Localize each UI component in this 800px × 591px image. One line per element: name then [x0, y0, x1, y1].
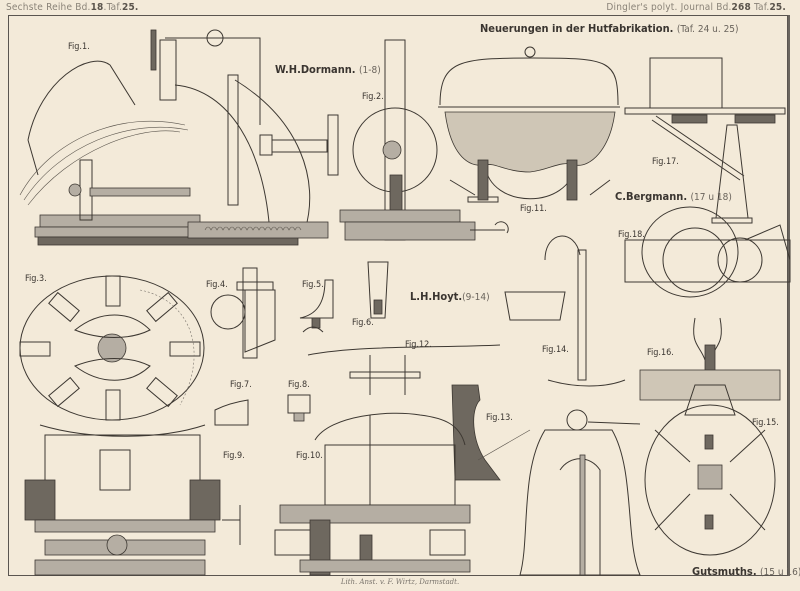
fig-label-12: Fig.12. — [405, 340, 432, 350]
inventor-figures: (9-14) — [462, 292, 490, 303]
inventor-figures: (1-8) — [359, 65, 381, 76]
header-right: Dingler's polyt. Journal Bd.268 Taf.25. — [606, 2, 786, 13]
fig12-13-drawings — [307, 344, 531, 481]
inventor-hoyt: L.H.Hoyt.(9-14) — [410, 290, 490, 303]
plate-title: Neuerungen in der Hutfabrikation. (Taf. … — [480, 22, 739, 35]
fig-label-4: Fig.4. — [206, 280, 228, 290]
inventor-name: C.Bergmann. — [615, 190, 688, 203]
fig-label-14: Fig.14. — [542, 345, 569, 355]
lithographer-imprint: Lith. Anst. v. F. Wirtz, Darmstadt. — [340, 578, 460, 586]
fig1-drawing — [19, 29, 339, 246]
fig-label-18: Fig.18. — [618, 230, 645, 240]
series-volume: 18 — [90, 2, 104, 13]
inventor-figures: (17 u 18) — [690, 192, 732, 203]
fig-label-2: Fig.2. — [362, 92, 384, 102]
fig16-drawing — [639, 317, 781, 416]
inventor-name: L.H.Hoyt. — [410, 290, 463, 303]
fig-label-3: Fig.3. — [25, 274, 47, 284]
fig15-drawing — [644, 404, 776, 556]
inventor-gutsmuths: Gutsmuths. (15 u 16) — [692, 565, 800, 578]
fig-label-15: Fig.15. — [752, 418, 779, 428]
fig-label-5: Fig.5. — [302, 280, 324, 290]
fig-label-13: Fig.13. — [486, 413, 513, 423]
inventor-dormann: W.H.Dormann. (1-8) — [275, 63, 381, 76]
fig-label-17: Fig.17. — [652, 157, 679, 167]
fig-label-11: Fig.11. — [520, 204, 547, 214]
plate-title-sub: (Taf. 24 u. 25) — [676, 24, 739, 35]
fig4-8-drawings — [210, 261, 389, 426]
plate-frame-inner-rule — [788, 15, 790, 576]
fig9-drawing — [24, 424, 241, 576]
plate-title-main: Neuerungen in der Hutfabrikation. — [480, 22, 674, 35]
fig18-drawing — [624, 206, 791, 298]
fig-label-8: Fig.8. — [288, 380, 310, 390]
inventor-name: Gutsmuths. — [692, 565, 757, 578]
fig-label-10: Fig.10. — [296, 451, 323, 461]
journal-plate-number: 25. — [769, 2, 786, 13]
fig-label-6: Fig.6. — [352, 318, 374, 328]
inventor-bergmann: C.Bergmann. (17 u 18) — [615, 190, 732, 203]
fig-label-7: Fig.7. — [230, 380, 252, 390]
plate-frame — [8, 15, 788, 576]
header-left: Sechste Reihe Bd.18.Taf.25. — [6, 2, 139, 13]
plate-label: .Taf. — [103, 2, 123, 13]
series-label: Sechste Reihe Bd. — [6, 2, 91, 13]
fig11-drawing — [438, 46, 620, 201]
fig-label-1: Fig.1. — [68, 42, 90, 52]
plate-number: 25. — [122, 2, 139, 13]
fig3-drawing — [19, 275, 205, 421]
fig14-drawing — [504, 235, 641, 576]
journal-volume: 268 — [731, 2, 751, 13]
fig10-drawing — [274, 412, 471, 576]
fig2-drawing — [339, 39, 509, 241]
fig-label-16: Fig.16. — [647, 348, 674, 358]
inventor-name: W.H.Dormann. — [275, 63, 356, 76]
inventor-figures: (15 u 16) — [760, 567, 800, 578]
journal-plate-label: Taf. — [754, 2, 770, 13]
fig-label-9: Fig.9. — [223, 451, 245, 461]
journal-label: Dingler's polyt. Journal Bd. — [606, 2, 732, 13]
fig17-drawing — [624, 57, 786, 224]
